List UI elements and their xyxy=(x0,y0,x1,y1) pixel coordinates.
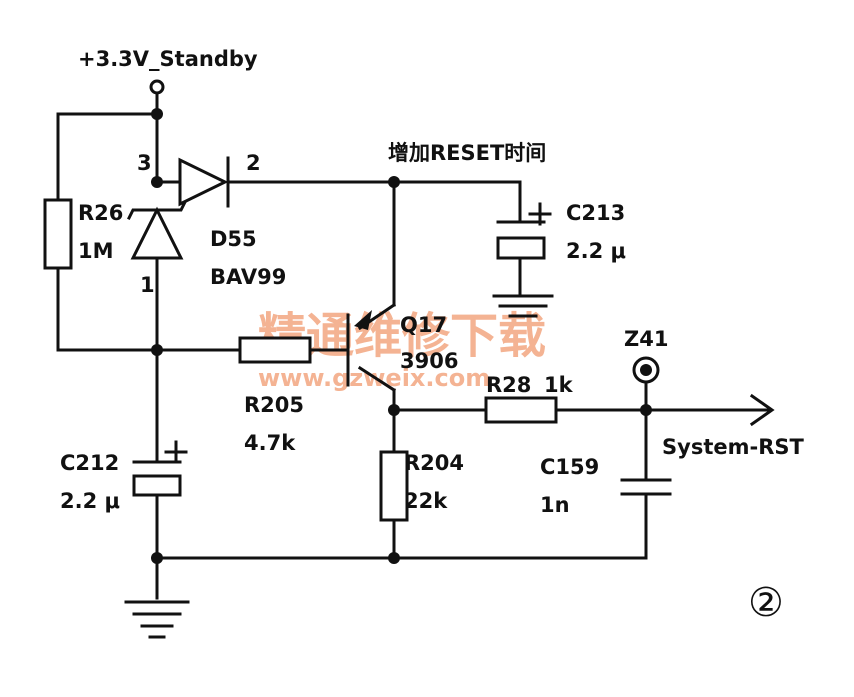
ground-main xyxy=(124,600,190,639)
r205-ref: R205 xyxy=(244,393,304,417)
d55-pin3: 3 xyxy=(137,151,152,175)
supply-terminal xyxy=(149,79,165,95)
r28-value: 1k xyxy=(544,373,574,397)
r204-value: 22k xyxy=(404,489,448,513)
c213-ref: C213 xyxy=(566,201,625,225)
resistor-r204 xyxy=(379,450,409,522)
resistor-r28 xyxy=(484,396,558,424)
system-rst-label: System-RST xyxy=(662,435,804,459)
r26-ref: R26 xyxy=(78,201,123,225)
wires xyxy=(56,91,772,600)
resistor-r205 xyxy=(238,336,312,364)
q17-ref: Q17 xyxy=(400,313,447,337)
q17-value: 3906 xyxy=(400,349,458,373)
test-point-z41 xyxy=(632,356,660,384)
supply-label: +3.3V_Standby xyxy=(78,47,258,71)
diode-d55-vertical xyxy=(126,199,188,260)
capacitor-c212 xyxy=(132,440,188,497)
c213-value: 2.2 μ xyxy=(566,239,626,263)
c159-value: 1n xyxy=(540,493,570,517)
r205-value: 4.7k xyxy=(244,431,296,455)
r28-ref: R28 xyxy=(486,373,531,397)
junction-dots xyxy=(151,108,652,564)
figure-number: ② xyxy=(748,580,784,626)
r26-value: 1M xyxy=(78,239,114,263)
output-arrow-icon xyxy=(749,393,775,427)
reset-time-note: 增加RESET时间 xyxy=(388,141,546,165)
capacitor-c159 xyxy=(620,478,672,496)
ground-c213 xyxy=(492,294,554,318)
d55-pin2: 2 xyxy=(246,151,261,175)
transistor-q17 xyxy=(346,310,372,387)
z41-ref: Z41 xyxy=(624,327,668,351)
capacitor-c213 xyxy=(496,202,552,260)
diode-d55-horizontal xyxy=(178,156,230,208)
c212-ref: C212 xyxy=(60,451,119,475)
c159-ref: C159 xyxy=(540,455,599,479)
resistor-r26 xyxy=(43,198,73,270)
d55-value: BAV99 xyxy=(210,265,286,289)
r204-ref: R204 xyxy=(404,451,464,475)
d55-pin1: 1 xyxy=(140,273,155,297)
d55-ref: D55 xyxy=(210,227,257,251)
c212-value: 2.2 μ xyxy=(60,489,120,513)
